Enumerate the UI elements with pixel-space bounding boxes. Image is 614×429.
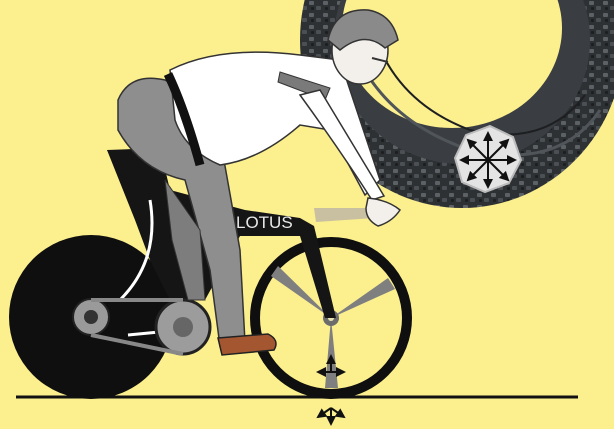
rear-wheel — [9, 235, 173, 399]
frame-logo: LOTUS — [236, 213, 293, 232]
